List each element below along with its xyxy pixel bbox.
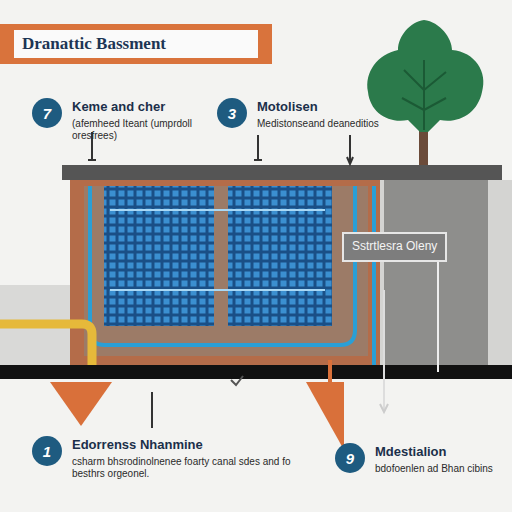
blue-riser [372, 186, 376, 367]
leader-line [383, 290, 385, 410]
callout-heading: Motolisen [257, 100, 379, 115]
basement-interior [84, 186, 368, 356]
title-panel [14, 30, 258, 58]
callout: 3 MotolisenMedistonseand deaneditios [217, 98, 407, 130]
tree-canopy [367, 20, 483, 132]
callout-number: 1 [32, 436, 62, 466]
callout-number: 7 [32, 98, 62, 128]
ground-right [380, 180, 512, 367]
leader-line [432, 252, 438, 372]
tank-right [228, 186, 332, 326]
callout-heading: Mdestialion [375, 445, 493, 460]
callout-text: Mdestialion bdofoenlen ad Bhan cibins [375, 443, 493, 475]
orange-wedge [306, 382, 344, 450]
callout-text: Edorrenss Nhanmine csharm bhsrodinolnenee… [72, 436, 312, 481]
leader-arrow [380, 404, 388, 412]
callout-heading: Keme and cher [72, 100, 232, 115]
orange-stem [328, 360, 332, 382]
tank-left [104, 186, 214, 326]
basement-wall [70, 180, 380, 367]
callout-text: MotolisenMedistonseand deaneditios [257, 98, 379, 130]
yellow-pipe [0, 324, 92, 368]
box-label: Sstrtlesra Oleny [352, 240, 437, 254]
callout-body: csharm bhsrodinolnenee foarty canal sdes… [72, 456, 312, 481]
callout-heading: Edorrenss Nhanmine [72, 438, 312, 453]
callout-number: 3 [217, 98, 247, 128]
leader-line [151, 392, 153, 428]
callout-body: bdofoenlen ad Bhan cibins [375, 463, 493, 476]
callout-body: Medistonseand deaneditios [257, 118, 379, 131]
roof-slab [62, 165, 502, 180]
diagram-title: Dranattic Bassment [22, 31, 166, 57]
callout-body: (afemheed Iteant (umprdoll oresfrees) [72, 118, 232, 143]
leader-arrow [347, 157, 353, 164]
callout-number: 9 [335, 443, 365, 473]
leader-line [349, 135, 351, 163]
title-banner [0, 24, 272, 64]
side-building [384, 180, 488, 367]
callout: 7 Keme and cher (afemheed Iteant (umprdoll… [32, 98, 232, 143]
orange-arrow [50, 382, 112, 426]
tree-branches [402, 60, 446, 130]
callout: 9 Mdestialion bdofoenlen ad Bhan cibins [335, 443, 507, 475]
ground-line [0, 365, 512, 379]
check-mark [231, 376, 243, 385]
tank-bands [110, 210, 325, 290]
callout: 1 Edorrenss Nhanmine csharm bhsrodinolnene… [32, 436, 312, 481]
callout-text: Keme and cher (afemheed Iteant (umprdoll … [72, 98, 232, 143]
blue-pipe [90, 186, 355, 345]
label-box: Sstrtlesra Oleny [342, 232, 447, 262]
leader-line [254, 135, 262, 160]
